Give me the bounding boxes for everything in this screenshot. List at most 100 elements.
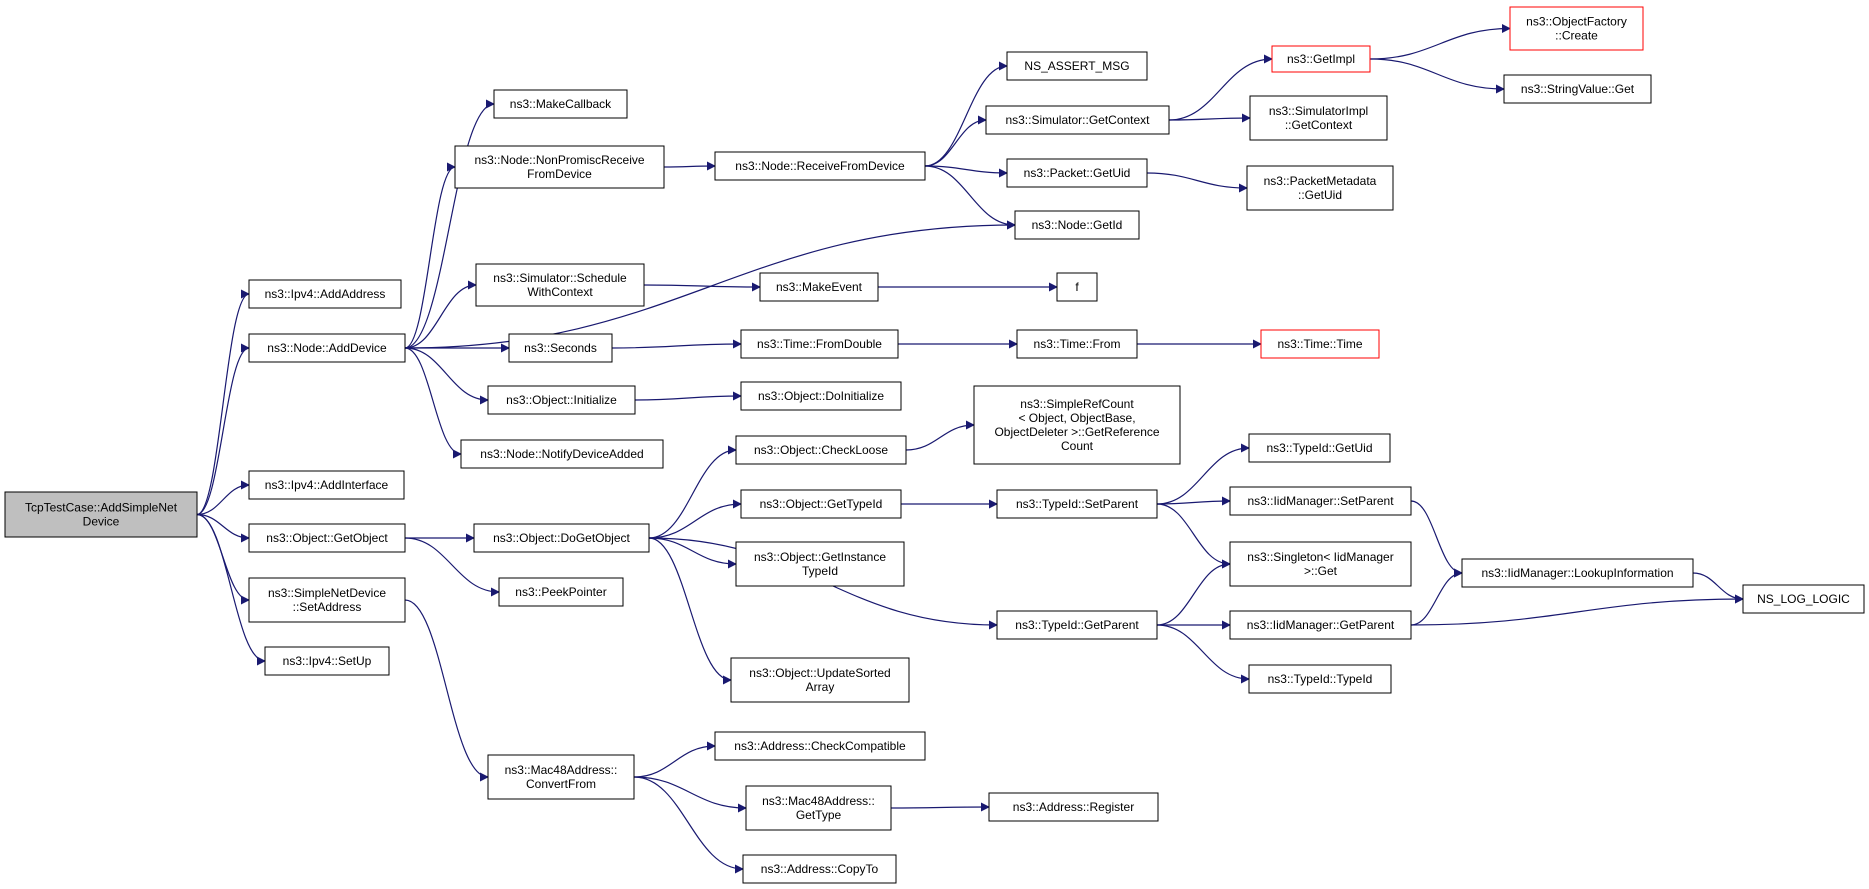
- node-simplenetdevice_setaddress[interactable]: ns3::SimpleNetDevice::SetAddress: [248, 577, 406, 623]
- node-simulator_getcontext[interactable]: ns3::Simulator::GetContext: [985, 105, 1170, 135]
- node-box: [1271, 45, 1371, 73]
- node-node_receivefromdevice[interactable]: ns3::Node::ReceiveFromDevice: [714, 151, 926, 181]
- node-simulatorimpl_getcontext[interactable]: ns3::SimulatorImpl::GetContext: [1249, 95, 1388, 141]
- node-time_from[interactable]: ns3::Time::From: [1016, 329, 1138, 359]
- node-box: [730, 657, 910, 703]
- node-label-line: ns3::PacketMetadata: [1264, 174, 1377, 188]
- node-object_checkloose[interactable]: ns3::Object::CheckLoose: [735, 435, 907, 465]
- edge-node_adddevice-to-simulator_schedulewithcontext: [404, 280, 477, 349]
- node-label-line: ns3::SimpleNetDevice: [268, 586, 386, 600]
- node-box: [1503, 74, 1652, 104]
- edge-mac48_gettype-to-address_register: [890, 802, 990, 812]
- node-typeid_getuid[interactable]: ns3::TypeId::GetUid: [1248, 433, 1391, 463]
- edge-getimpl-to-objectfactory_create: [1369, 24, 1511, 60]
- node-mac48_convertfrom[interactable]: ns3::Mac48Address::ConvertFrom: [487, 754, 635, 800]
- edge-mac48_convertfrom-to-address_copyto: [633, 776, 744, 874]
- node-object_getobject[interactable]: ns3::Object::GetObject: [248, 523, 406, 553]
- node-object_dogetobject[interactable]: ns3::Object::DoGetObject: [473, 523, 650, 553]
- node-label-line: ns3::TypeId::TypeId: [1268, 672, 1373, 686]
- node-label-line: < Object, ObjectBase,: [1018, 411, 1135, 425]
- node-stringvalue_get[interactable]: ns3::StringValue::Get: [1503, 74, 1652, 104]
- edge-simplenetdevice_setaddress-to-mac48_convertfrom: [404, 599, 489, 782]
- node-peekpointer[interactable]: ns3::PeekPointer: [498, 577, 624, 607]
- node-objectfactory_create[interactable]: ns3::ObjectFactory::Create: [1509, 6, 1644, 51]
- node-packet_getuid[interactable]: ns3::Packet::GetUid: [1006, 158, 1148, 188]
- node-time_time[interactable]: ns3::Time::Time: [1260, 329, 1380, 359]
- node-f[interactable]: f: [1056, 272, 1098, 302]
- node-label-line: ns3::Ipv4::AddInterface: [265, 478, 389, 492]
- node-label-line: ns3::Simulator::Schedule: [493, 271, 627, 285]
- node-box: [487, 754, 635, 800]
- node-box: [1229, 610, 1412, 640]
- node-ns_assert_msg[interactable]: NS_ASSERT_MSG: [1006, 51, 1148, 81]
- node-label-line: ns3::MakeEvent: [776, 280, 863, 294]
- node-label-line: ns3::GetImpl: [1287, 52, 1355, 66]
- node-object_initialize[interactable]: ns3::Object::Initialize: [487, 385, 636, 415]
- node-box: [248, 577, 406, 623]
- node-ipv4_addaddress[interactable]: ns3::Ipv4::AddAddress: [248, 279, 402, 309]
- node-label-line: ns3::Node::NonPromiscReceive: [474, 153, 644, 167]
- node-address_register[interactable]: ns3::Address::Register: [988, 792, 1159, 822]
- node-label-line: ns3::StringValue::Get: [1521, 82, 1635, 96]
- node-iidmanager_getparent[interactable]: ns3::IidManager::GetParent: [1229, 610, 1412, 640]
- node-object_gettypeid[interactable]: ns3::Object::GetTypeId: [740, 489, 902, 519]
- node-box: [985, 105, 1170, 135]
- node-node_adddevice[interactable]: ns3::Node::AddDevice: [248, 333, 406, 363]
- node-address_copyto[interactable]: ns3::Address::CopyTo: [742, 854, 897, 884]
- node-simplerefcount[interactable]: ns3::SimpleRefCount< Object, ObjectBase,…: [973, 385, 1181, 465]
- node-iidmanager_setparent[interactable]: ns3::IidManager::SetParent: [1229, 486, 1412, 516]
- node-box: [493, 89, 628, 119]
- node-box: [454, 145, 665, 189]
- edge-iidmanager_setparent-to-iidmanager_lookupinformation: [1410, 500, 1463, 578]
- node-address_checkcompatible[interactable]: ns3::Address::CheckCompatible: [714, 731, 926, 761]
- edge-packet_getuid-to-packetmetadata_getuid: [1146, 172, 1248, 193]
- node-time_fromdouble[interactable]: ns3::Time::FromDouble: [740, 329, 899, 359]
- node-typeid_getparent[interactable]: ns3::TypeId::GetParent: [996, 610, 1158, 640]
- node-node_getid[interactable]: ns3::Node::GetId: [1014, 210, 1140, 240]
- node-typeid_typeid[interactable]: ns3::TypeId::TypeId: [1248, 664, 1392, 694]
- node-box: [1229, 486, 1412, 516]
- node-ipv4_addinterface[interactable]: ns3::Ipv4::AddInterface: [248, 470, 405, 500]
- node-box: [1006, 51, 1148, 81]
- edge-object_getobject-to-peekpointer: [404, 537, 500, 597]
- node-getimpl[interactable]: ns3::GetImpl: [1271, 45, 1371, 73]
- node-label-line: NS_LOG_LOGIC: [1757, 592, 1850, 606]
- node-packetmetadata_getuid[interactable]: ns3::PacketMetadata::GetUid: [1246, 165, 1394, 211]
- node-box: [1249, 95, 1388, 141]
- node-label-line: FromDevice: [527, 167, 592, 181]
- node-typeid_setparent[interactable]: ns3::TypeId::SetParent: [996, 489, 1158, 519]
- node-box: [1509, 6, 1644, 51]
- node-object_doinitialize[interactable]: ns3::Object::DoInitialize: [740, 381, 902, 411]
- node-box: [264, 646, 390, 676]
- node-ns_log_logic[interactable]: NS_LOG_LOGIC: [1742, 584, 1865, 614]
- node-node_notifydeviceadded[interactable]: ns3::Node::NotifyDeviceAdded: [460, 439, 664, 469]
- node-ipv4_setup[interactable]: ns3::Ipv4::SetUp: [264, 646, 390, 676]
- edge-root-to-node_adddevice: [196, 343, 250, 516]
- edge-iidmanager_getparent-to-ns_log_logic: [1410, 594, 1744, 626]
- node-makeevent[interactable]: ns3::MakeEvent: [759, 272, 879, 302]
- node-label-line: ns3::IidManager::LookupInformation: [1481, 566, 1673, 580]
- node-singleton_get[interactable]: ns3::Singleton< IidManager>::Get: [1229, 541, 1412, 587]
- node-label-line: ns3::Object::GetTypeId: [760, 497, 883, 511]
- node-makecallback[interactable]: ns3::MakeCallback: [493, 89, 628, 119]
- node-label-line: ns3::Seconds: [524, 341, 597, 355]
- node-label-line: ns3::Time::Time: [1277, 337, 1362, 351]
- node-seconds[interactable]: ns3::Seconds: [508, 333, 613, 363]
- node-label-line: ns3::Object::GetObject: [266, 531, 388, 545]
- edge-typeid_getparent-to-singleton_get: [1156, 559, 1231, 626]
- node-label-line: ns3::TypeId::SetParent: [1016, 497, 1139, 511]
- node-label-line: ns3::IidManager::GetParent: [1247, 618, 1395, 632]
- edge-seconds-to-time_fromdouble: [611, 339, 742, 349]
- node-box: [740, 489, 902, 519]
- node-iidmanager_lookupinformation[interactable]: ns3::IidManager::LookupInformation: [1461, 558, 1694, 588]
- edge-object_dogetobject-to-object_getinstancetypeid: [648, 537, 737, 569]
- node-label-line: ns3::Object::UpdateSorted: [749, 666, 890, 680]
- node-mac48_gettype[interactable]: ns3::Mac48Address::GetType: [745, 785, 892, 831]
- node-box: [1742, 584, 1865, 614]
